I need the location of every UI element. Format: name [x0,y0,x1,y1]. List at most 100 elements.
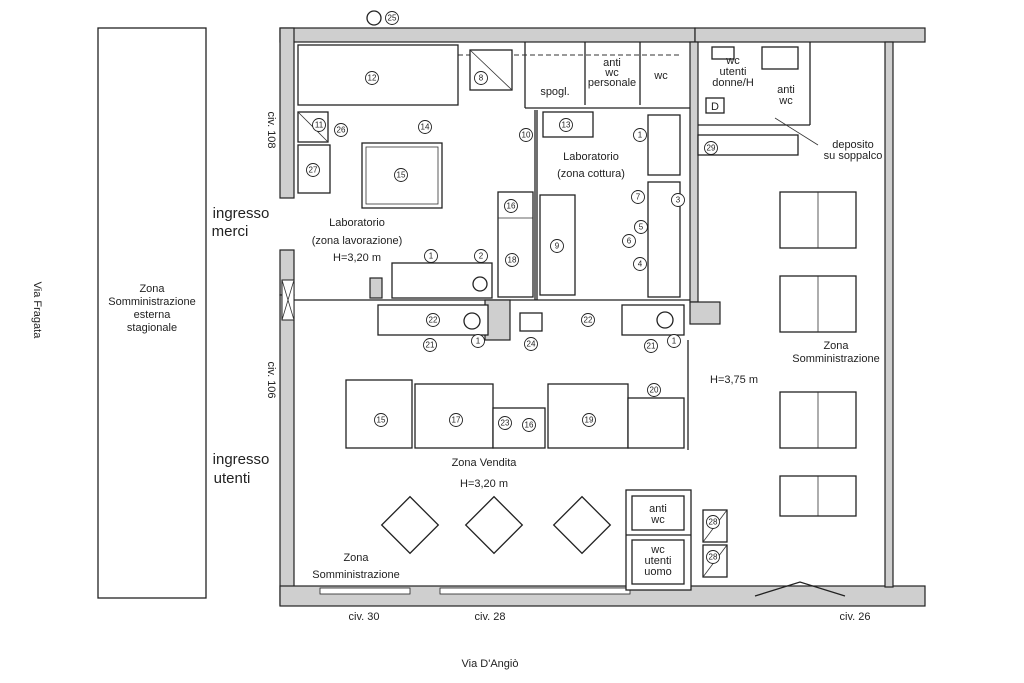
equipment-number-marker: 28 [706,550,720,564]
number-circle [622,234,636,248]
number-circle [385,11,399,25]
equipment-number: 16 [525,421,534,430]
room-label: (zona cottura) [557,168,625,180]
equipment-number-marker: 2 [474,249,488,263]
room-label: wc [778,95,793,107]
equipment-number-marker: 27 [306,163,320,177]
room-label: anti [649,503,667,515]
outdoor-zone-title: Zona [139,283,165,295]
number-circle [474,71,488,85]
number-circle [306,163,320,177]
number-circle [522,418,536,432]
equipment-number: 8 [479,74,484,83]
room-label: Somministrazione [312,569,399,581]
number-circle [647,383,661,397]
number-circle [706,515,720,529]
users-entrance-label: utenti [214,470,251,487]
equipment-number: 22 [429,316,438,325]
equipment-number-marker: 14 [418,120,432,134]
number-circle [671,193,685,207]
number-circle [312,118,326,132]
equipment-number-marker: 8 [474,71,488,85]
number-circle [667,334,681,348]
equipment-number: 29 [707,144,716,153]
civic-number: civ. 108 [265,111,277,148]
equipment-number: 21 [647,342,656,351]
equipment-number: 21 [426,341,435,350]
equipment-number-marker: 1 [424,249,438,263]
number-circle [334,123,348,137]
number-circle [505,253,519,267]
room-label: Zona Vendita [452,457,518,469]
equipment-number-marker: 7 [631,190,645,204]
equipment-number: 14 [421,123,430,132]
window [439,587,631,595]
equipment-number: 7 [636,193,641,202]
equipment-number: 24 [527,340,536,349]
equipment-number-marker: 22 [426,313,440,327]
number-circle [631,190,645,204]
equipment-number: 6 [627,237,632,246]
equipment-number-marker: 26 [334,123,348,137]
goods-entrance-label: merci [212,223,249,240]
equipment-number: 25 [388,14,397,23]
equipment-number: 18 [508,256,517,265]
room-label: wc [650,514,665,526]
equipment-number-marker: 6 [622,234,636,248]
number-circle [449,413,463,427]
equipment-number-marker: 22 [581,313,595,327]
equipment-number-marker: 12 [365,71,379,85]
equipment-number-marker: 17 [449,413,463,427]
equipment-number-marker: 19 [582,413,596,427]
equipment-number: 15 [397,171,406,180]
equipment-number: 28 [709,553,718,562]
room-label: wc [604,67,619,79]
equipment-number-marker: 1 [667,334,681,348]
civic-number: civ. 30 [349,611,380,623]
room-label: spogl. [540,86,569,98]
room-label: Zona [343,552,369,564]
equipment-number-marker: 16 [504,199,518,213]
room-label: Laboratorio [563,151,619,163]
street-bottom-label: Via D'Angiò [462,658,519,670]
equipment-number-marker: 13 [559,118,573,132]
equipment-number: 1 [476,337,481,346]
room-label: uomo [644,566,672,578]
civic-number: civ. 26 [840,611,871,623]
equipment-number: 19 [585,416,594,425]
number-circle [474,249,488,263]
number-circle [394,168,408,182]
equipment-number-marker: 15 [374,413,388,427]
number-circle [365,71,379,85]
number-circle [524,337,538,351]
room-label: (zona lavorazione) [312,235,403,247]
equipment-number-marker: 25 [385,11,399,25]
room-label: wc [653,70,668,82]
number-circle [581,313,595,327]
room-label: Laboratorio [329,217,385,229]
room-label: utenti [645,555,672,567]
room-height: H=3,20 m [333,252,381,264]
outdoor-zone-label: Zona Somministrazione esterna stagionale [108,283,195,334]
equipment-number: 1 [429,252,434,261]
number-circle [423,338,437,352]
equipment-number: 1 [638,131,643,140]
equipment-number: 22 [584,316,593,325]
equipment-number: 17 [452,416,461,425]
equipment-number-marker: 23 [498,416,512,430]
equipment-number: 9 [555,242,560,251]
equipment-number-marker: 5 [634,220,648,234]
number-circle [550,239,564,253]
equipment-number-marker: 16 [522,418,536,432]
number-circle [424,249,438,263]
equipment-number: 15 [377,416,386,425]
room-label: deposito [832,139,874,151]
number-circle [582,413,596,427]
equipment-number-marker: 1 [471,334,485,348]
room-label: personale [588,77,636,89]
equipment-number: 28 [709,518,718,527]
number-circle [418,120,432,134]
equipment-number: 23 [501,419,510,428]
equipment-number-marker: 24 [524,337,538,351]
